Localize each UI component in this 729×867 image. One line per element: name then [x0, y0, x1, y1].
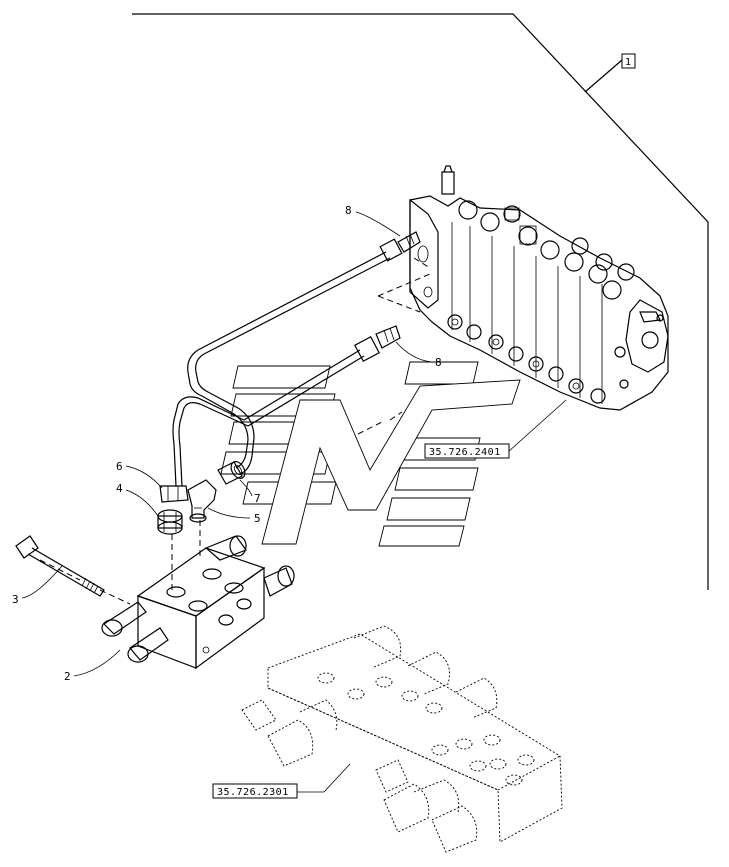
fittings-cluster: [157, 461, 246, 535]
callout-labels: 8 8 6 4 7 5 3 2: [12, 204, 442, 683]
callout-7: 7: [254, 492, 261, 505]
control-valve-assembly: [409, 165, 669, 411]
callout-5: 5: [254, 512, 261, 525]
reference-label-control-valve: 35.726.2401: [429, 447, 501, 458]
callout-2: 2: [64, 670, 71, 683]
callout-6: 6: [116, 460, 123, 473]
leader-lines: [21, 211, 567, 793]
alignment-lines: [39, 257, 431, 605]
reference-label-mounting-block: 35.726.2301: [217, 787, 289, 798]
group-marker-label: 1: [625, 57, 631, 68]
callout-8-bottom: 8: [435, 356, 442, 369]
reference-box-control-valve[interactable]: 35.726.2401: [424, 443, 510, 459]
mounting-block-phantom: [241, 625, 563, 853]
callout-8-top: 8: [345, 204, 352, 217]
group-marker-box: [621, 53, 636, 69]
group-bracket: 1: [132, 13, 709, 590]
callout-4: 4: [116, 482, 123, 495]
hydraulic-tubes: [172, 231, 421, 487]
bolt: [15, 535, 105, 597]
callout-3: 3: [12, 593, 19, 606]
reference-box-mounting-block[interactable]: 35.726.2301: [212, 783, 324, 799]
valve-block: [101, 535, 295, 670]
